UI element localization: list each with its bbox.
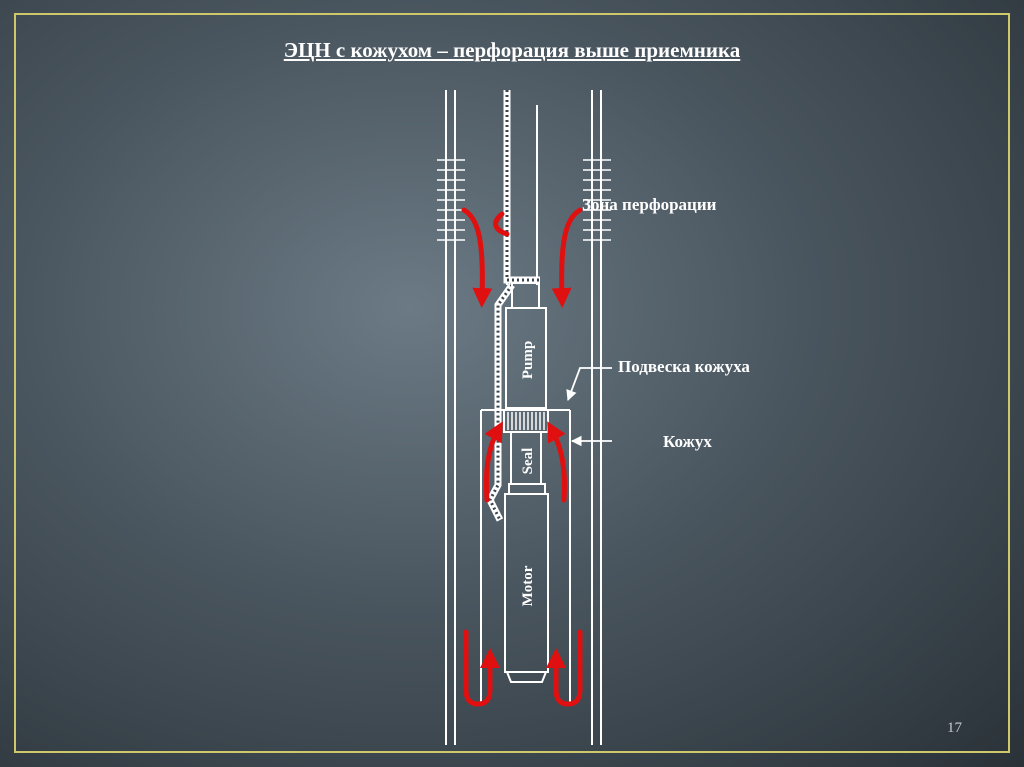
pump-body	[505, 307, 547, 409]
page-number: 17	[947, 720, 962, 736]
casing-right-wall	[591, 90, 602, 745]
hanger-leader	[566, 367, 612, 402]
slide-frame	[14, 13, 1010, 753]
flow-arrow-bottom-right-u	[546, 629, 583, 707]
motor-body	[504, 493, 549, 673]
flow-arrow-shroud-up-right	[547, 421, 567, 503]
flow-arrow-perforation-right	[551, 207, 583, 308]
leader-lines	[566, 367, 612, 447]
pump-intake	[503, 409, 549, 433]
shroud-label: Кожух	[663, 432, 712, 451]
motor-base	[506, 671, 547, 683]
perforation-zone-label: Зона перфорации	[582, 195, 717, 214]
perforations-right	[583, 159, 611, 241]
flow-arrow-perforation-left	[461, 207, 493, 308]
seal-label: Seal	[520, 448, 536, 475]
flow-arrows	[461, 207, 583, 707]
shroud-hanger-label: Подвеска кожуха	[618, 357, 750, 376]
discharge-head	[511, 282, 540, 309]
pump-label: Pump	[520, 341, 536, 379]
flow-arrow-shroud-up-left	[483, 421, 503, 503]
seal-bottom-collar	[508, 483, 546, 495]
flow-arrow-bottom-left-u	[463, 629, 500, 707]
slide-title: ЭЦН с кожухом – перфорация выше приемник…	[283, 38, 741, 62]
motor-label: Motor	[520, 565, 536, 606]
tubing	[506, 90, 538, 285]
perforations-left	[437, 159, 465, 241]
power-cable	[486, 90, 540, 522]
casing-left-wall	[445, 90, 456, 745]
intake-screen-hatch	[507, 412, 545, 430]
flow-arrow-tubing-left-upper	[493, 211, 510, 237]
